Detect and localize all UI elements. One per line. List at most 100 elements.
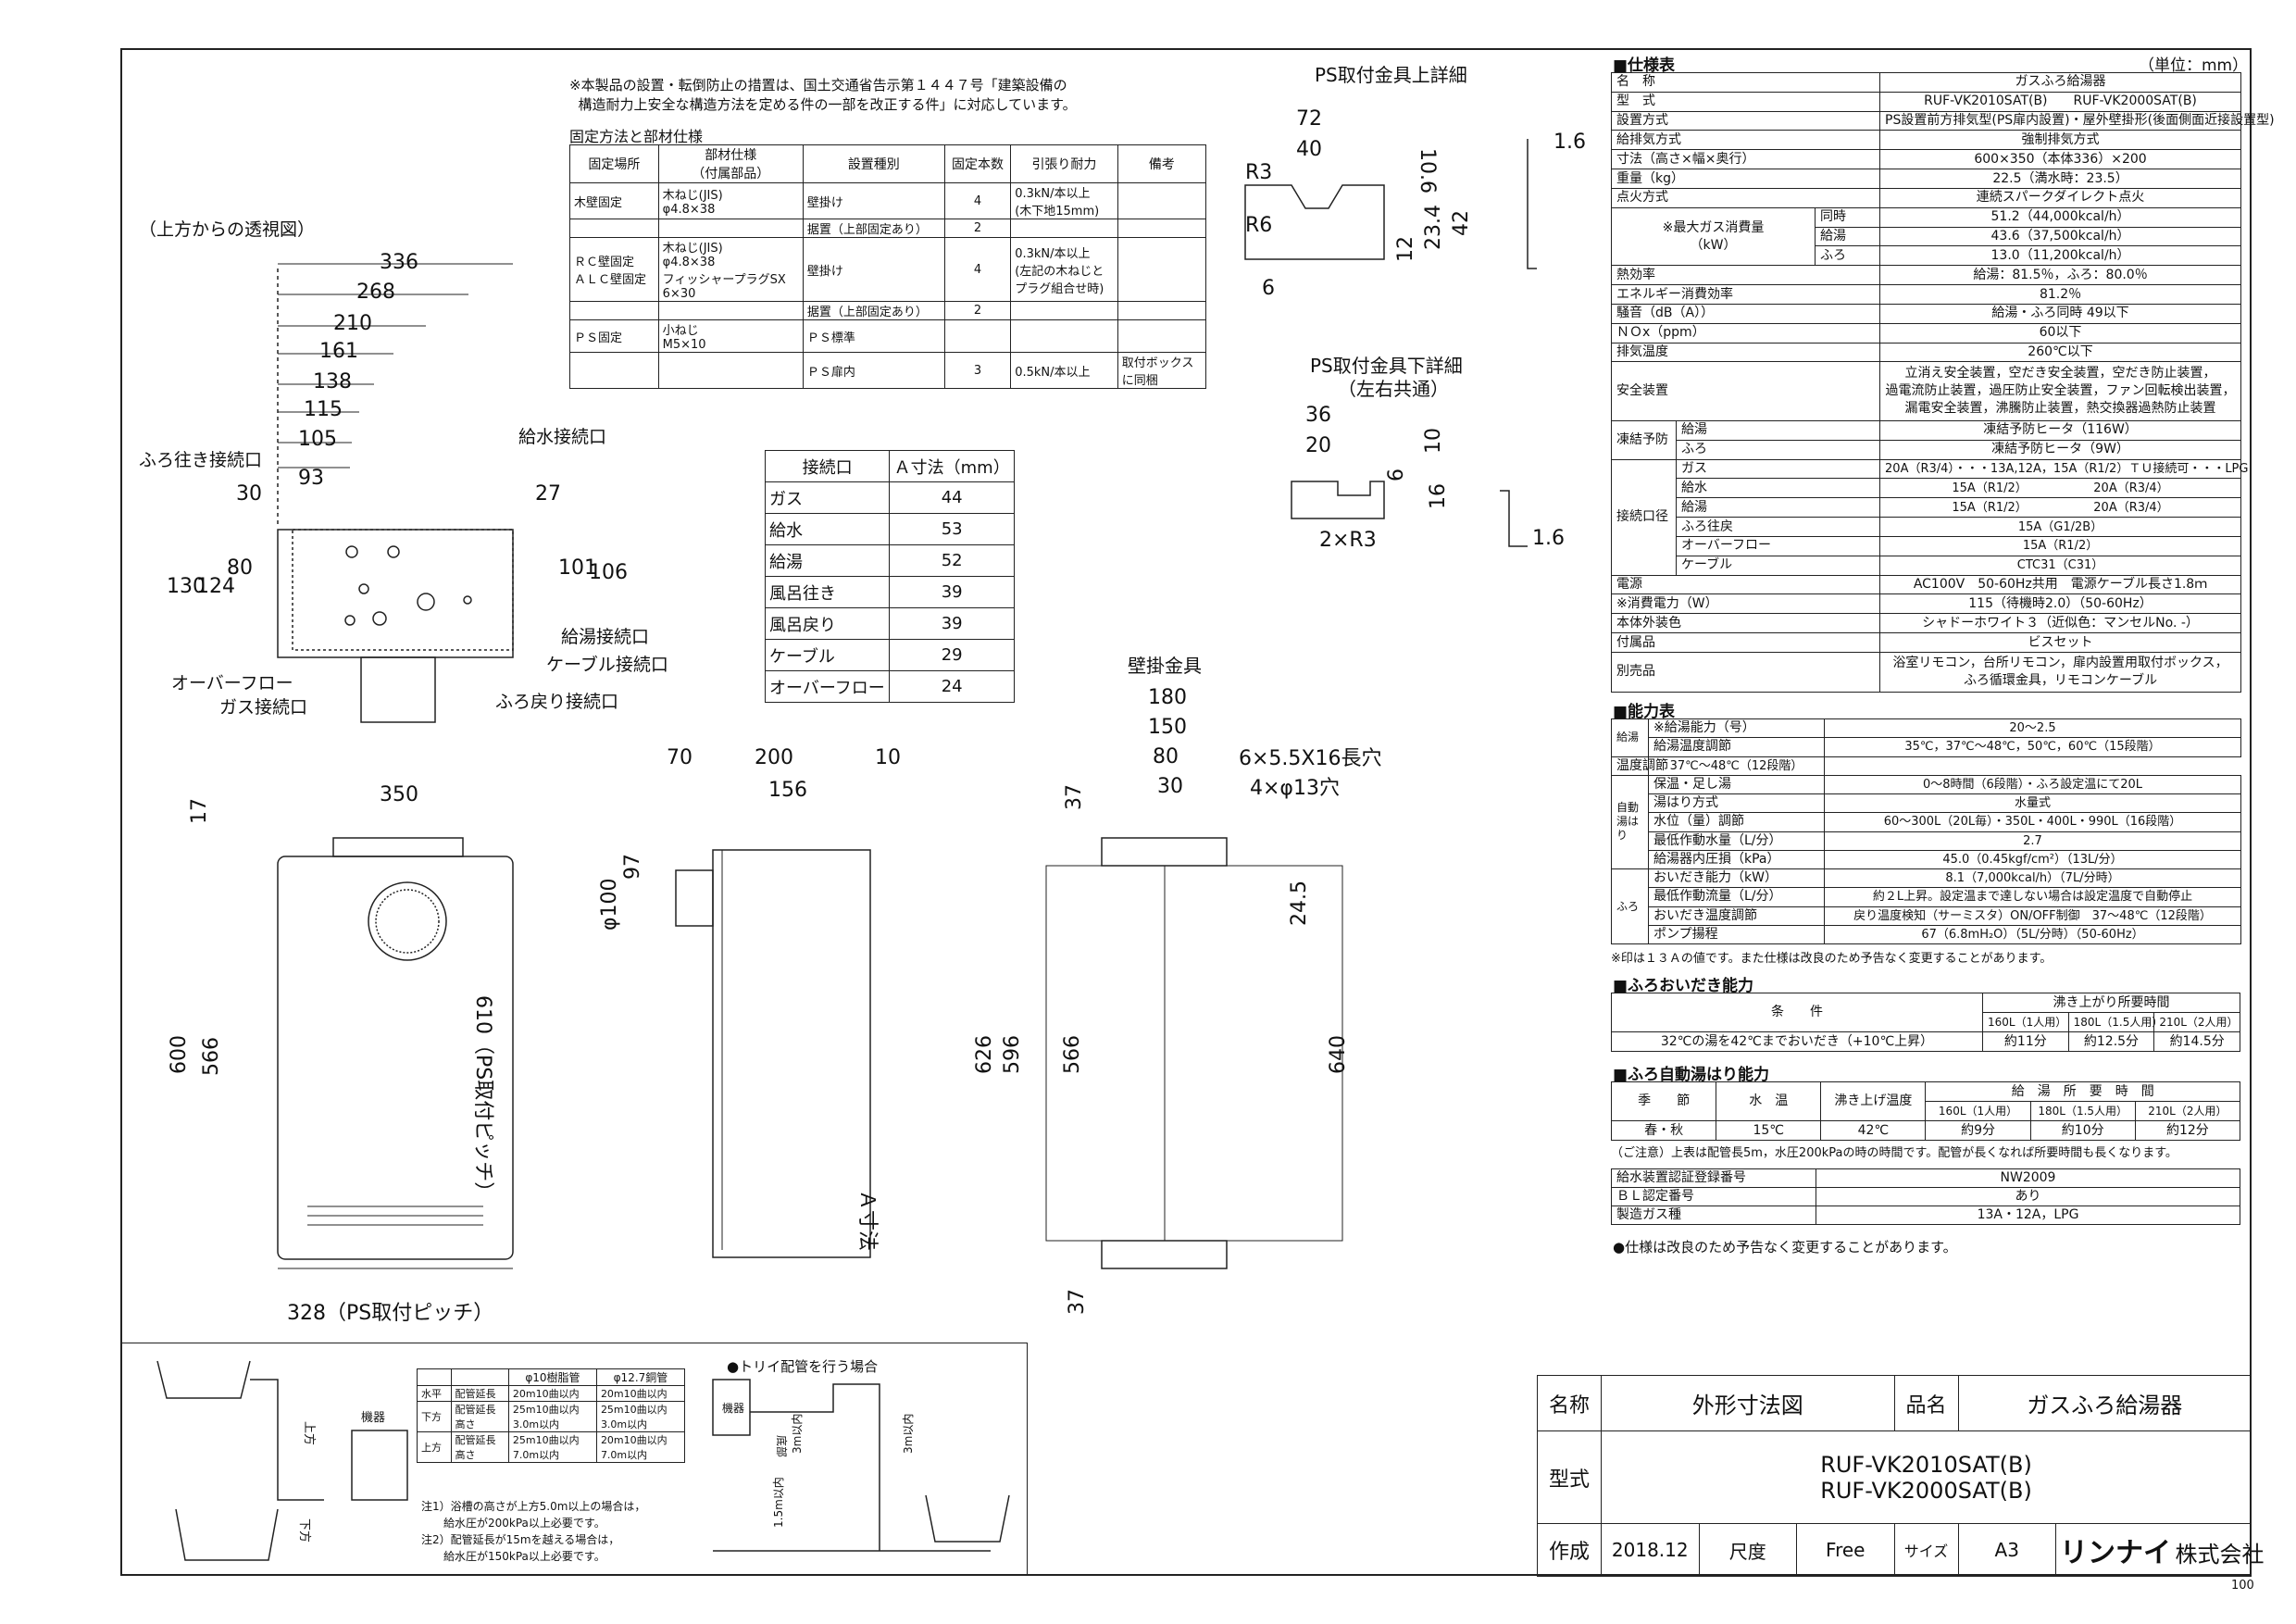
front-view	[277, 837, 514, 1269]
svg-text:36: 36	[1305, 404, 1331, 427]
svg-text:2×R3: 2×R3	[1319, 529, 1377, 552]
capacity-value: 37℃～48℃（12段階）	[1648, 756, 1825, 776]
capacity-value: 35℃，37℃～48℃，50℃，60℃（15段階）	[1824, 737, 2241, 757]
capacity-value: 0～8時間（6段階）・ふろ設定温にて20L	[1824, 774, 2241, 795]
capacity-label: 給湯温度調節	[1648, 737, 1825, 757]
spec-row: ＮＯx（ppm）60以下	[1610, 322, 2242, 344]
svg-text:10: 10	[875, 746, 901, 769]
spec-label: 名 称	[1610, 72, 1881, 93]
svg-text:6: 6	[1262, 277, 1275, 300]
spec-value: 15A（R1/2）	[1879, 535, 2242, 556]
fixing-cell	[1010, 319, 1118, 353]
top-view-labels: ふろ往き接続口 給水接続口 給湯接続口 ケーブル接続口 オーバーフロー ガス接続…	[139, 427, 668, 718]
svg-text:40: 40	[1296, 138, 1322, 161]
svg-text:10: 10	[1422, 428, 1445, 454]
ps-upper-view	[1244, 139, 1537, 269]
svg-text:42: 42	[1450, 210, 1473, 236]
wall-bracket-title: 壁掛金具	[1128, 655, 1202, 677]
spec-label: 重量（kg）	[1610, 169, 1881, 189]
piping-diagram: 機器 上方 下方	[156, 1360, 408, 1561]
connection-header: 接続口	[764, 450, 891, 482]
spec-sublabel: 給湯	[1814, 226, 1881, 247]
svg-text:600: 600	[168, 1035, 191, 1074]
spec-title: ■仕様表	[1613, 56, 1676, 75]
spec-value: 51.2（44,000kcal/h）	[1879, 206, 2242, 228]
autofill-note: （ご注意）上表は配管長5m，水圧200kPaの時の時間です。配管が長くなれば所要…	[1611, 1146, 2177, 1160]
capacity-row: 最低作動水量（L/分）2.7	[1612, 831, 2241, 851]
svg-text:200: 200	[755, 746, 793, 769]
fixing-title: 固定方法と部材仕様	[569, 128, 704, 145]
svg-text:6: 6	[1385, 468, 1408, 481]
spec-label: 排気温度	[1610, 342, 1881, 363]
svg-text:93: 93	[298, 467, 324, 490]
svg-text:336: 336	[380, 251, 418, 274]
connection-cell: ガス	[764, 481, 891, 514]
fixing-cell: 取付ボックス に同梱	[1117, 352, 1207, 389]
spec-sublabel: 同時	[1814, 206, 1881, 228]
connection-cell: 52	[889, 544, 1015, 577]
spec-row: 凍結予防給湯凍結予防ヒータ（116W）	[1611, 419, 2242, 460]
svg-text:φ100: φ100	[598, 878, 621, 931]
connection-cell: 風呂往き	[764, 576, 891, 608]
svg-text:80: 80	[227, 556, 253, 580]
capacity-group: 自動湯はり	[1611, 774, 1649, 870]
svg-text:105: 105	[298, 428, 337, 451]
spec-row: 寸法（高さ×幅×奥行）600×350（本体336）×200	[1610, 149, 2242, 170]
svg-text:オーバーフロー: オーバーフロー	[171, 673, 293, 693]
spec-row: 騒音（dB（A））給湯・ふろ同時 49以下	[1610, 303, 2242, 324]
spec-value: PS設置前方排気型(PS扉内設置)・屋外壁掛形(後面側面近接設置型)	[1879, 110, 2275, 131]
capacity-value: 8.1（7,000kcal/h）（7L/分時）	[1824, 868, 2241, 889]
connection-cell: オーバーフロー	[764, 670, 891, 703]
capacity-value: 水量式	[1824, 793, 2241, 814]
fixing-cell: ＲＣ壁固定 ＡＬＣ壁固定	[569, 237, 659, 302]
side-view	[675, 849, 871, 1258]
svg-text:70: 70	[667, 746, 693, 769]
spec-row: 別売品浴室リモコン，台所リモコン，扉内設置用取付ボックス， ふろ循環金具，リモコ…	[1610, 651, 2242, 693]
spec-value: シャドーホワイト３（近似色：マンセルNo. -）	[1879, 613, 2242, 634]
spec-value: 連続スパークダイレクト点火	[1879, 187, 2242, 208]
svg-text:4×φ13穴: 4×φ13穴	[1250, 777, 1340, 800]
svg-text:6×5.5X16長穴: 6×5.5X16長穴	[1239, 747, 1381, 770]
fixing-cell: 4	[943, 237, 1012, 302]
capacity-value: 45.0（0.45kgf/cm²）（13L/分）	[1824, 849, 2241, 870]
connection-cell: 29	[889, 639, 1015, 671]
fixing-cell: 0.5kN/本以上	[1010, 352, 1118, 389]
spec-label: 寸法（高さ×幅×奥行）	[1610, 149, 1881, 170]
spec-value: 強制排気方式	[1879, 130, 2242, 151]
spec-row: 名 称ガスふろ給湯器	[1610, 72, 2242, 93]
svg-text:115: 115	[304, 398, 343, 421]
capacity-value: 2.7	[1824, 831, 2241, 851]
fixing-cell: ＰＳ扉内	[802, 352, 945, 389]
ps-lower-title: PS取付金具下詳細	[1310, 355, 1463, 377]
svg-text:10.6: 10.6	[1416, 148, 1439, 194]
svg-text:3m以内: 3m以内	[791, 1414, 804, 1454]
svg-text:30: 30	[1157, 775, 1183, 798]
svg-text:161: 161	[319, 340, 358, 363]
svg-text:37: 37	[1063, 784, 1086, 810]
spec-row: 給排気方式強制排気方式	[1610, 130, 2242, 151]
spec-value: 43.6（37,500kcal/h）	[1879, 226, 2242, 247]
svg-text:ふろ戻り接続口: ふろ戻り接続口	[495, 692, 618, 712]
spec-sublabel: 給水	[1675, 478, 1881, 499]
fixing-cell	[657, 352, 804, 389]
front-view-dims: 350 17 600 566 610（PS取付ピッチ） 328（PS取付ピッチ）	[168, 783, 494, 1325]
spec-value: 立消え安全装置，空だき安全装置，空だき防止装置， 過電流防止装置，過圧防止安全装…	[1879, 361, 2242, 421]
connection-header: Ａ寸法（mm）	[889, 450, 1015, 482]
spec-value: ビスセット	[1879, 632, 2242, 653]
fixing-header: 設置種別	[802, 144, 945, 183]
capacity-row: おいだき温度調節戻り温度検知（サーミスタ）ON/OFF制御 37～48℃（12段…	[1612, 906, 2241, 926]
top-view	[277, 263, 514, 723]
svg-text:27: 27	[535, 482, 561, 506]
spec-value: 81.2％	[1879, 284, 2242, 305]
capacity-row: 湯はり方式水量式	[1612, 793, 2241, 814]
spec-label: 本体外装色	[1610, 613, 1881, 634]
fixing-cell: 4	[943, 182, 1012, 219]
